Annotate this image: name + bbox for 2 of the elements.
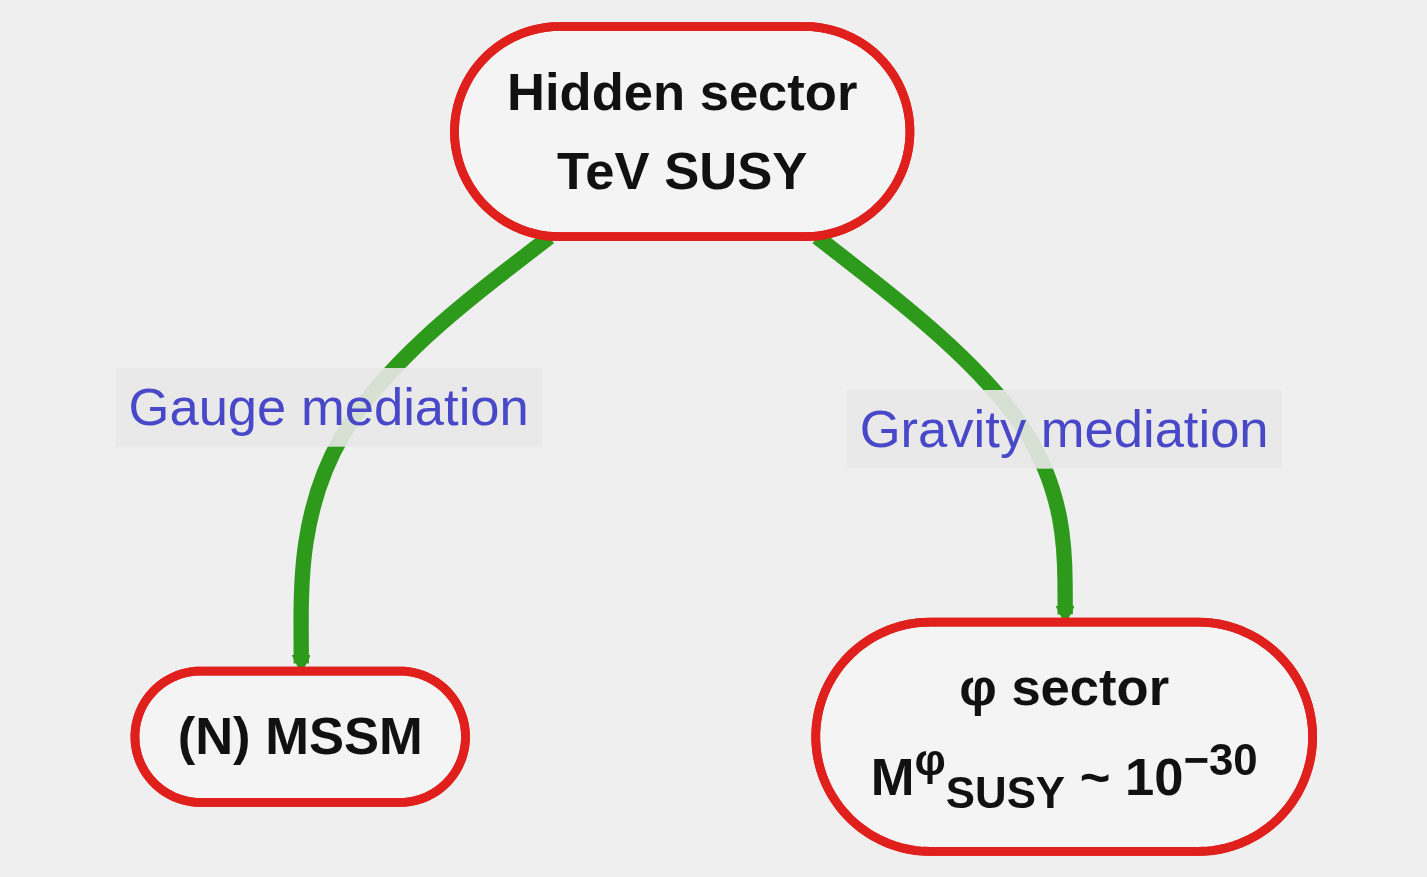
edge-label: Gravity mediation	[859, 398, 1269, 458]
edge-label: Gauge mediation	[128, 376, 529, 436]
